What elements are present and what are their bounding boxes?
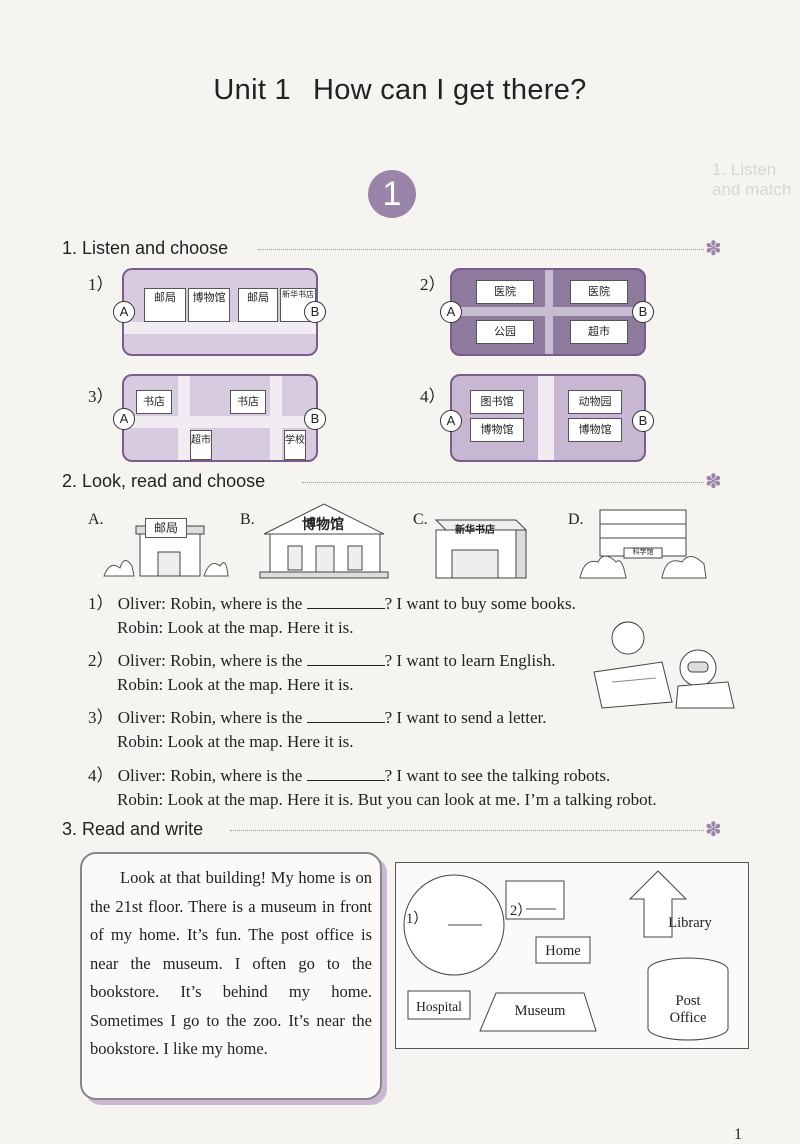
point-b-marker: B — [632, 410, 654, 432]
museum-label: Museum — [514, 1003, 566, 1019]
section-label: 3. Read and write — [62, 819, 204, 839]
hospital-label: Hospital — [416, 999, 462, 1014]
page-title: Unit 1 How can I get there? — [0, 74, 800, 107]
question-number: 1） — [88, 275, 114, 294]
section-label: 1. Listen and choose — [62, 238, 229, 258]
unit-number-badge: 1 — [368, 170, 416, 218]
dialogue-question: 4） Oliver: Robin, where is the ? I want … — [88, 766, 611, 785]
question-number: 3） — [88, 387, 114, 406]
building-museum: 博物馆 — [568, 418, 622, 442]
title-question: How can I get there? — [312, 74, 587, 106]
blank-1-label: 1） — [406, 911, 428, 927]
point-a-marker: A — [440, 410, 462, 432]
option-sign: 邮局 — [145, 518, 187, 538]
dialogue-question: 2） Oliver: Robin, where is the ? I want … — [88, 651, 556, 670]
option-letter: D. — [568, 511, 584, 528]
home-map-diagram: 1） 2） Library Home Hospital Museum Post … — [395, 862, 749, 1049]
home-label: Home — [545, 943, 581, 959]
point-a-marker: A — [113, 408, 135, 430]
map-1: 邮局 博物馆 邮局 新华书店 — [122, 268, 318, 356]
building-zoo: 动物园 — [568, 390, 622, 414]
answer-blank[interactable] — [306, 651, 385, 666]
dialogue-answer: Robin: Look at the map. Here it is. — [117, 675, 354, 694]
option-sign: 科学馆 — [632, 548, 654, 556]
section-label: 2. Look, read and choose — [62, 471, 266, 491]
section-heading-read: 3. Read and write — [62, 819, 203, 840]
building-school: 学校 — [284, 430, 306, 460]
title-unit: Unit 1 — [213, 74, 291, 106]
building-museum: 博物馆 — [188, 288, 230, 322]
building-bookstore: 书店 — [230, 390, 266, 414]
option-letter: C. — [413, 511, 428, 528]
point-a-marker: A — [113, 301, 135, 323]
point-b-marker: B — [304, 408, 326, 430]
question-number: 4） — [420, 387, 446, 406]
map-3: 书店 书店 超市 学校 — [122, 374, 318, 462]
answer-blank[interactable] — [306, 708, 385, 723]
section-heading-look: 2. Look, read and choose — [62, 471, 265, 492]
dialogue-question: 1） Oliver: Robin, where is the ? I want … — [88, 594, 576, 613]
option-sign: 博物馆 — [302, 517, 344, 533]
science-museum-picture — [579, 509, 707, 579]
building-library: 图书馆 — [470, 390, 524, 414]
answer-blank[interactable] — [306, 766, 385, 781]
reading-passage-box: Look at that building! My home is on the… — [80, 852, 382, 1100]
building-museum: 博物馆 — [470, 418, 524, 442]
option-letter: B. — [240, 511, 255, 528]
flower-icon: ✽ — [705, 238, 722, 260]
answer-blank[interactable] — [306, 594, 385, 609]
building-park: 公园 — [476, 320, 534, 344]
dialogue-question: 3） Oliver: Robin, where is the ? I want … — [88, 708, 547, 727]
flower-icon: ✽ — [705, 471, 722, 493]
blank-2-label: 2） — [510, 903, 532, 919]
flower-icon: ✽ — [705, 819, 722, 841]
building-post-office: 邮局 — [238, 288, 278, 322]
post-office-label: Post Office — [669, 993, 707, 1026]
map-2: 医院 医院 公园 超市 — [450, 268, 646, 356]
map-4: 图书馆 博物馆 动物园 博物馆 — [450, 374, 646, 462]
show-through-text: 1. Listen and match — [712, 160, 792, 199]
section-heading-listen: 1. Listen and choose — [62, 238, 228, 259]
option-letter: A. — [88, 511, 104, 528]
point-b-marker: B — [632, 301, 654, 323]
building-post-office: 邮局 — [144, 288, 186, 322]
dialogue-answer: Robin: Look at the map. Here it is. — [117, 732, 354, 751]
page-number: 1 — [734, 1126, 742, 1143]
building-supermarket: 超市 — [190, 430, 212, 460]
museum-picture — [259, 503, 389, 579]
question-number: 2） — [420, 275, 446, 294]
dialogue-answer: Robin: Look at the map. Here it is. — [117, 618, 354, 637]
library-label: Library — [668, 915, 712, 931]
dialogue-answer: Robin: Look at the map. Here it is. But … — [117, 790, 657, 809]
point-b-marker: B — [304, 301, 326, 323]
option-sign: 新华书店 — [455, 525, 495, 536]
building-supermarket: 超市 — [570, 320, 628, 344]
reading-passage: Look at that building! My home is on the… — [90, 868, 372, 1058]
building-hospital: 医院 — [570, 280, 628, 304]
building-hospital: 医院 — [476, 280, 534, 304]
building-bookstore: 书店 — [136, 390, 172, 414]
point-a-marker: A — [440, 301, 462, 323]
boy-and-robot-illustration — [593, 621, 735, 709]
bookstore-picture — [434, 519, 528, 579]
